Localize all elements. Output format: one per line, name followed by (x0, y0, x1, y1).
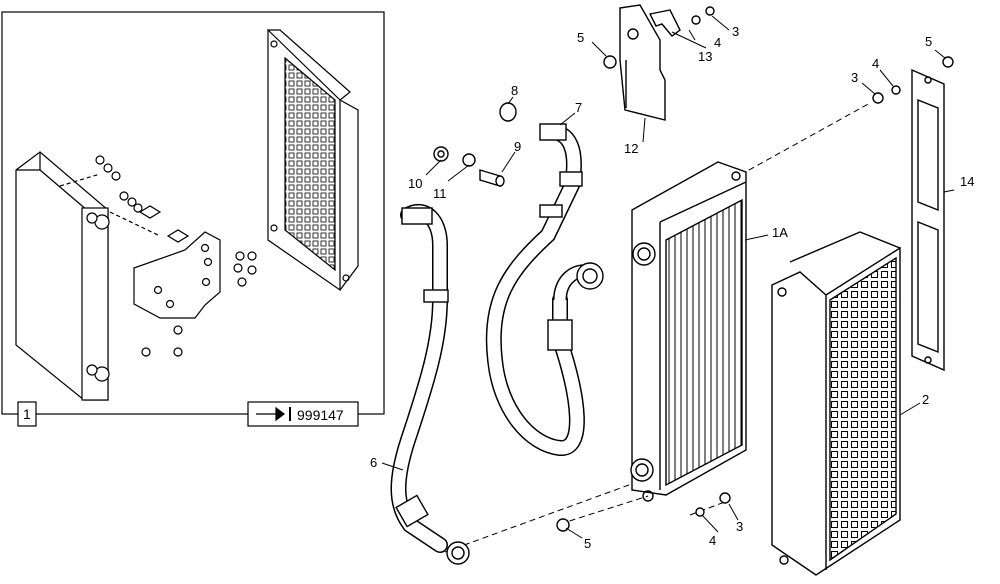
callout-7: 7 (575, 100, 582, 115)
callout-12: 12 (624, 141, 638, 156)
callout-13: 13 (698, 49, 712, 64)
callout-4-top: 4 (714, 35, 721, 50)
o-ring-8 (499, 102, 517, 122)
washer-10 (433, 146, 449, 162)
hose-7 (485, 123, 604, 456)
small-parts (433, 102, 517, 187)
grille-2 (771, 231, 901, 576)
oil-cooler-1A (630, 161, 747, 502)
bracket-12 (603, 4, 715, 121)
callout-6: 6 (370, 455, 377, 470)
inset-fasteners (59, 155, 257, 357)
callout-1A: 1A (772, 225, 788, 240)
callout-5-right: 5 (925, 34, 932, 49)
callout-9: 9 (514, 139, 521, 154)
callout-labels: 1A 2 3 3 3 4 4 4 5 5 5 6 7 8 9 10 11 12 … (370, 24, 974, 551)
leader-lines (381, 15, 955, 539)
callout-5-top: 5 (577, 30, 584, 45)
callout-4-right: 4 (872, 56, 879, 71)
inset-view (1, 11, 385, 427)
inset-cooler (15, 151, 110, 401)
callout-3-top: 3 (732, 24, 739, 39)
inset-bracket (133, 231, 221, 319)
hose-6 (390, 203, 470, 565)
inset-frame (1, 11, 385, 415)
inset-view-label: 1 (23, 406, 31, 422)
callout-8: 8 (511, 83, 518, 98)
inset-view-label-box (17, 401, 37, 427)
ring-11 (462, 153, 476, 167)
gasket-14 (911, 68, 945, 372)
callout-10: 10 (408, 176, 422, 191)
callout-5-bottom: 5 (584, 536, 591, 551)
callout-2: 2 (922, 392, 929, 407)
inset-ref-number[interactable]: 999147 (297, 407, 344, 423)
clip-13 (648, 9, 681, 37)
callout-14: 14 (960, 174, 974, 189)
callout-4-bottom: 4 (709, 533, 716, 548)
reference-arrow-icon (256, 406, 285, 422)
callout-3-right: 3 (851, 70, 858, 85)
callout-3-bottom: 3 (736, 519, 743, 534)
inset-grille (267, 28, 359, 292)
callout-11: 11 (433, 186, 447, 201)
bolt-5-top (603, 55, 617, 69)
